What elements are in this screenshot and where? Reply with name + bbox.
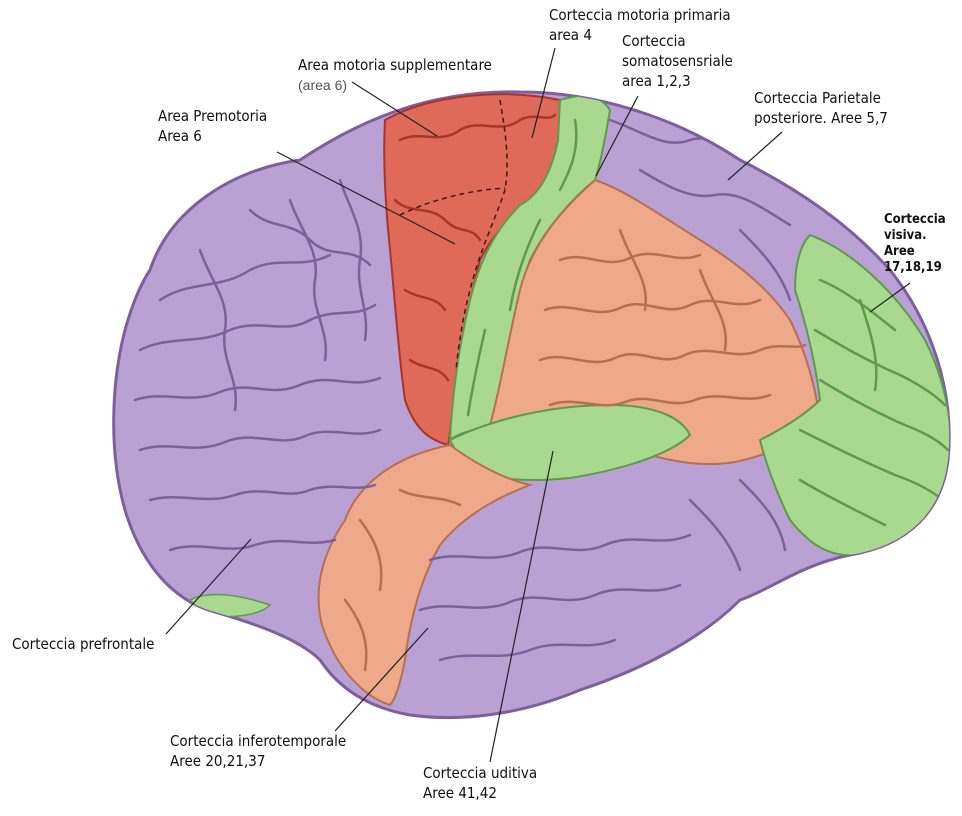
label-prefrontal: Corteccia prefrontale <box>12 634 154 654</box>
dashed-boundary-2 <box>399 187 506 216</box>
label-auditory-line2: Aree 41,42 <box>423 784 497 802</box>
leader-primary-motor <box>531 47 556 139</box>
label-prefrontal-line1: Corteccia prefrontale <box>12 635 155 653</box>
label-parietal-posterior: Corteccia Parietale posteriore. Aree 5,7 <box>754 88 888 128</box>
label-somatosensory-line2: somatosensriale <box>622 52 733 70</box>
label-inferotemporal: Corteccia inferotemporale Aree 20,21,37 <box>170 731 346 771</box>
leader-parietal-posterior <box>727 131 783 181</box>
label-somatosensory-line1: Corteccia <box>622 32 686 50</box>
gyri-motor <box>393 113 557 382</box>
gyri-temporal-salmon <box>343 488 462 672</box>
leader-premotor <box>276 151 456 245</box>
label-visual-line3: Aree <box>884 244 915 259</box>
label-inferotemporal-line1: Corteccia inferotemporale <box>170 732 347 750</box>
leader-lines <box>165 47 911 763</box>
dashed-boundary-1 <box>455 99 508 371</box>
gyri-visual <box>798 278 950 527</box>
label-supplementary-motor-line2: (area 6) <box>298 77 348 93</box>
leader-auditory <box>489 450 554 763</box>
label-premotor-line1: Area Premotoria <box>158 107 268 125</box>
label-visual: Corteccia visiva. Aree 17,18,19 <box>884 212 946 276</box>
label-auditory: Corteccia uditiva Aree 41,42 <box>423 763 537 803</box>
region-visual-green <box>758 233 950 557</box>
leader-prefrontal <box>165 538 252 635</box>
gyri-temporal <box>418 478 787 662</box>
region-temporal-salmon <box>317 443 534 707</box>
leader-somatosensory <box>595 95 639 177</box>
label-primary-motor: Corteccia motoria primaria area 4 <box>549 5 731 45</box>
label-visual-line1: Corteccia <box>884 212 946 227</box>
label-primary-motor-line1: Corteccia motoria primaria <box>549 6 731 24</box>
label-supplementary-motor: Area motoria supplementare (area 6) <box>298 55 492 95</box>
label-premotor: Area Premotoria Area 6 <box>158 106 267 146</box>
label-somatosensory: Corteccia somatosensriale area 1,2,3 <box>622 31 733 91</box>
gyri-frontal <box>133 178 382 552</box>
gyri-parietal <box>538 228 807 407</box>
leader-supplementary-motor <box>351 81 438 137</box>
label-auditory-line1: Corteccia uditiva <box>423 764 538 782</box>
label-parietal-posterior-line1: Corteccia Parietale <box>754 89 881 107</box>
label-primary-motor-line2: area 4 <box>549 26 592 44</box>
label-somatosensory-line3: area 1,2,3 <box>622 72 691 90</box>
gyri-somatosensory <box>466 118 578 417</box>
label-inferotemporal-line2: Aree 20,21,37 <box>170 752 266 770</box>
label-supplementary-motor-line1: Area motoria supplementare <box>298 56 492 74</box>
label-premotor-line2: Area 6 <box>158 127 202 145</box>
label-visual-line2: visiva. <box>884 228 927 243</box>
region-parietal-salmon <box>488 178 822 465</box>
label-visual-line4: 17,18,19 <box>884 260 942 275</box>
leader-inferotemporal <box>334 627 429 732</box>
label-parietal-posterior-line2: posteriore. Aree 5,7 <box>754 109 888 127</box>
leader-visual <box>869 282 911 313</box>
